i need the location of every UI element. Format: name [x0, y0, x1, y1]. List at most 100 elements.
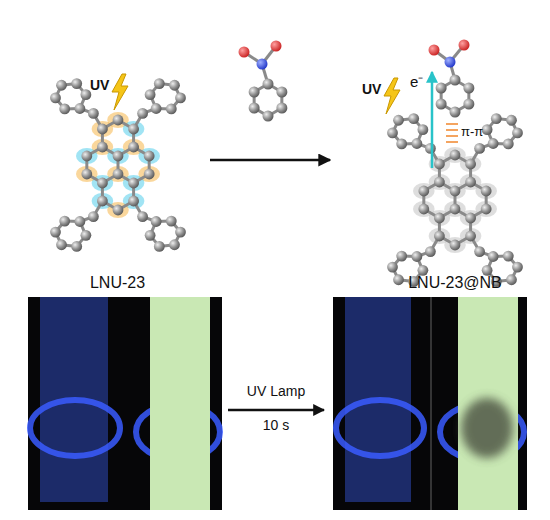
- carbon-atom: [113, 205, 124, 216]
- carbon-atom: [128, 142, 139, 153]
- carbon-atom: [418, 186, 429, 197]
- carbon-atom: [74, 216, 85, 227]
- carbon-atom: [450, 204, 461, 215]
- carbon-atom: [263, 111, 274, 122]
- pi-stacking-mark: [446, 124, 458, 142]
- carbon-atom: [450, 150, 461, 161]
- carbon-atom: [80, 230, 91, 241]
- carbon-atom: [276, 87, 287, 98]
- carbon-atom: [128, 178, 139, 189]
- carbon-atom: [169, 80, 180, 91]
- carbon-atom: [506, 274, 517, 285]
- photo-after: [333, 297, 527, 510]
- photo-background: [28, 297, 222, 510]
- carbon-atom: [387, 128, 398, 139]
- molecule-panel: LNU-23: [25, 30, 210, 292]
- quenched-spot: [461, 398, 513, 458]
- carbon-atom: [88, 108, 99, 119]
- carbon-atom: [503, 139, 514, 150]
- carbon-atom: [425, 246, 436, 257]
- carbon-atom: [512, 262, 523, 273]
- carbon-atom: [113, 169, 124, 180]
- molecule-panel: LNU-23@NB: [330, 30, 540, 292]
- uv-label: UV: [362, 82, 381, 97]
- photo-background: [333, 297, 527, 510]
- carbon-atom: [80, 89, 91, 100]
- carbon-atom: [481, 186, 492, 197]
- carbon-atom: [113, 151, 124, 162]
- carbon-atom: [97, 124, 108, 135]
- carbon-atom: [425, 143, 436, 154]
- oxygen-atom: [459, 40, 470, 51]
- carbon-atom: [113, 115, 124, 126]
- carbon-atom: [450, 75, 461, 86]
- carbon-atom: [396, 139, 407, 150]
- stack-stripe: [446, 129, 458, 131]
- reaction-arrow: [210, 159, 330, 162]
- lamp-glow: [30, 400, 120, 456]
- carbon-atom: [144, 169, 155, 180]
- carbon-atom: [154, 78, 165, 89]
- carbon-atom: [434, 213, 445, 224]
- stacking-label: π-π: [461, 125, 483, 139]
- carbon-atom: [463, 99, 474, 110]
- oxygen-atom: [429, 45, 440, 56]
- lamp-label: UV Lamp: [226, 384, 326, 399]
- uv-bolt: [112, 74, 128, 110]
- carbon-atom: [145, 230, 156, 241]
- carbon-atom: [166, 104, 177, 115]
- carbon-atom: [88, 211, 99, 222]
- carbon-atom: [81, 169, 92, 180]
- carbon-atom: [488, 138, 499, 149]
- carbon-atom: [436, 99, 447, 110]
- carbon-atom: [144, 151, 155, 162]
- carbon-atom: [154, 241, 165, 252]
- carbon-atom: [465, 231, 476, 242]
- carbon-atom: [512, 128, 523, 139]
- carbon-atom: [465, 213, 476, 224]
- carbon-atom: [417, 124, 428, 135]
- electron-arrow: [431, 72, 434, 168]
- molecule-label: LNU-23@NB: [370, 273, 540, 292]
- carbon-atom: [97, 142, 108, 153]
- carbon-atom: [97, 178, 108, 189]
- carbon-atom: [463, 83, 474, 94]
- carbon-atom: [408, 113, 419, 124]
- carbon-atom: [393, 274, 404, 285]
- process-arrow: [228, 409, 324, 412]
- carbon-atom: [71, 241, 82, 252]
- carbon-atom: [74, 103, 85, 114]
- photo-before: [28, 297, 222, 510]
- carbon-atom: [450, 186, 461, 197]
- carbon-atom: [434, 159, 445, 170]
- lamp-glow: [336, 400, 424, 456]
- oxygen-atom: [239, 47, 250, 58]
- carbon-atom: [418, 204, 429, 215]
- carbon-atom: [71, 78, 82, 89]
- carbon-atom: [450, 107, 461, 118]
- carbon-atom: [450, 240, 461, 251]
- carbon-atom: [434, 231, 445, 242]
- oxygen-atom: [271, 41, 282, 52]
- carbon-atom: [128, 124, 139, 135]
- carbon-atom: [481, 204, 492, 215]
- molecule-layer: [50, 40, 523, 287]
- nitrogen-atom: [257, 59, 268, 70]
- carbon-atom: [169, 239, 180, 250]
- carbon-atom: [151, 216, 162, 227]
- carbon-atom: [491, 113, 502, 124]
- carbon-atom: [128, 196, 139, 207]
- carbon-atom: [59, 216, 70, 227]
- carbon-atom: [396, 251, 407, 262]
- carbon-atom: [137, 211, 148, 222]
- green-strip: [458, 297, 518, 510]
- carbon-atom: [474, 143, 485, 154]
- stack-stripe: [446, 123, 458, 125]
- carbon-atom: [465, 177, 476, 188]
- carbon-atom: [276, 103, 287, 114]
- carbon-atom: [434, 177, 445, 188]
- molecule-label: LNU-23: [25, 273, 210, 292]
